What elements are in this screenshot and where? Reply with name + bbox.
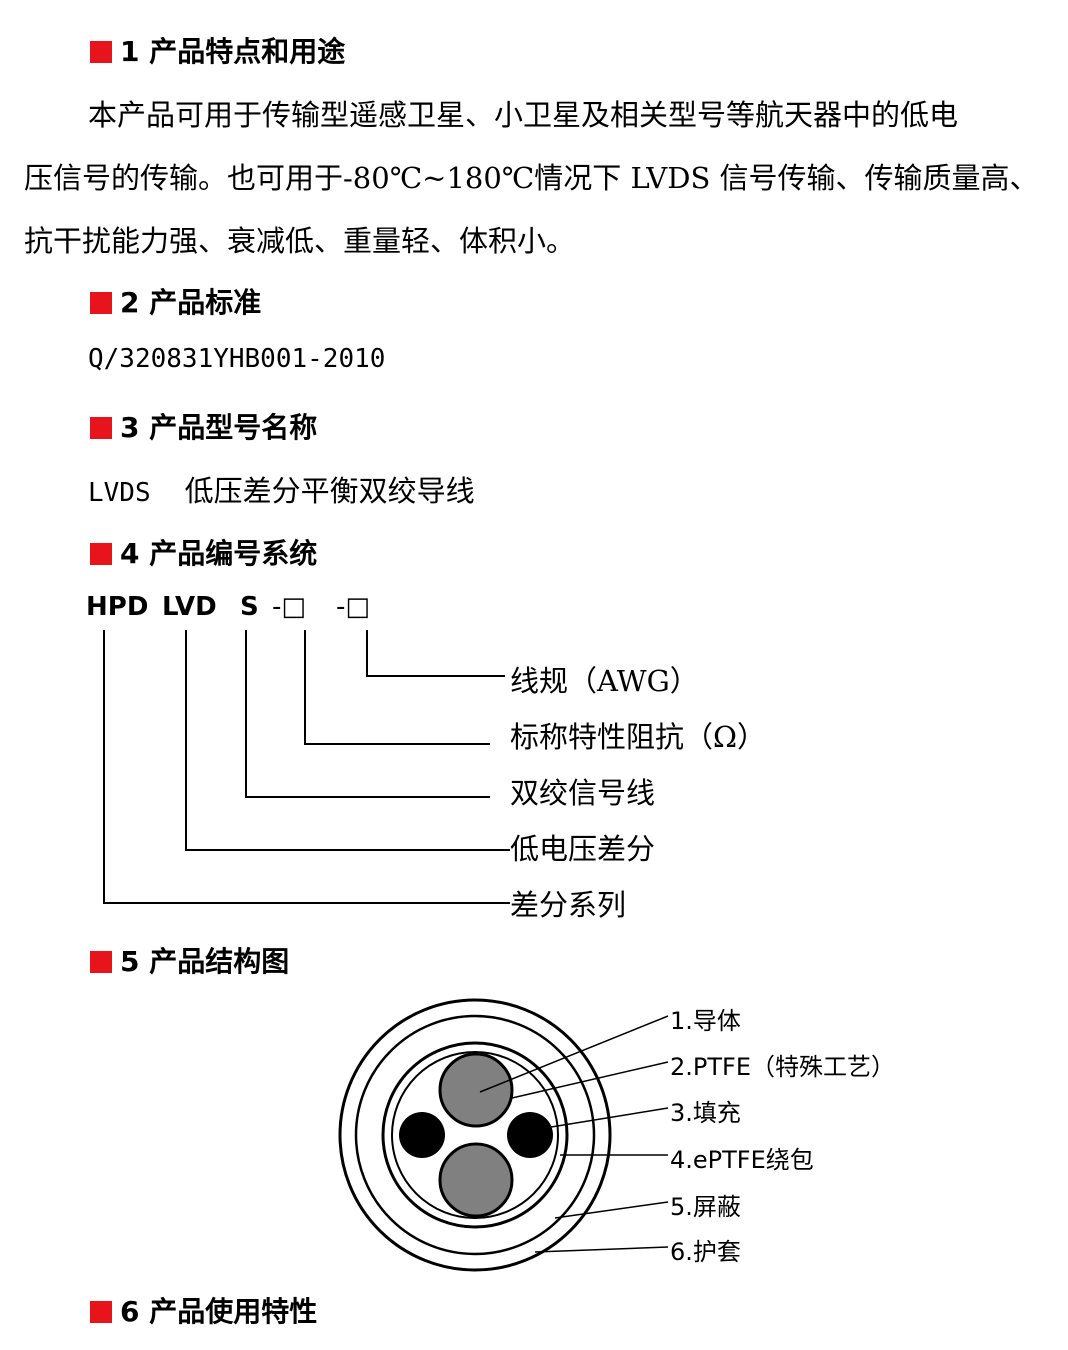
- section-6-heading: 6 产品使用特性: [90, 1290, 317, 1330]
- bullet-square-icon: [90, 951, 112, 973]
- model-code: LVDS: [88, 478, 151, 508]
- structure-label-ptfe: 2.PTFE（特殊工艺）: [670, 1053, 895, 1081]
- usage-line-2: 压信号的传输。也可用于-80℃~180℃情况下 LVDS 信号传输、传输质量高、: [24, 161, 1039, 195]
- section-5-heading: 5 产品结构图: [90, 940, 289, 980]
- shield-layer: [381, 1041, 569, 1229]
- usage-line-1: 本产品可用于传输型遥感卫星、小卫星及相关型号等航天器中的低电: [88, 98, 959, 132]
- structure-label-filler: 3.填充: [670, 1099, 741, 1127]
- bullet-square-icon: [90, 292, 112, 314]
- leader-ptfe: [511, 1061, 669, 1099]
- structure-label-conductor: 1.导体: [670, 1007, 741, 1035]
- leader-conductor: [479, 1015, 669, 1093]
- filler-left: [399, 1112, 445, 1158]
- numbering-label-twisted: 双绞信号线: [510, 776, 656, 810]
- model-row: LVDS 低压差分平衡双绞导线: [88, 468, 475, 510]
- section-1-heading: 1 产品特点和用途: [90, 30, 345, 70]
- structure-label-jacket: 6.护套: [670, 1238, 741, 1266]
- section-2-heading: 2 产品标准: [90, 281, 261, 321]
- conductor-top: [438, 1052, 514, 1128]
- section-5-title: 5 产品结构图: [120, 945, 290, 978]
- section-1-title: 1 产品特点和用途: [120, 35, 346, 68]
- bullet-square-icon: [90, 1301, 112, 1323]
- bullet-square-icon: [90, 543, 112, 565]
- leader-jacket: [534, 1246, 669, 1253]
- code-part-hpd: HPD: [86, 592, 149, 622]
- code-part-lvd: LVD: [162, 592, 217, 622]
- filler-right: [507, 1112, 553, 1158]
- leader-shield: [554, 1201, 669, 1219]
- code-part-awg: -□: [336, 592, 370, 622]
- section-4-title: 4 产品编号系统: [120, 537, 318, 570]
- numbering-label-impedance: 标称特性阻抗（Ω）: [510, 720, 767, 754]
- standard-code: Q/320831YHB001-2010: [88, 344, 386, 374]
- conductor-bottom: [438, 1142, 514, 1218]
- numbering-label-awg: 线规（AWG）: [510, 664, 699, 698]
- structure-label-shield: 5.屏蔽: [670, 1193, 741, 1221]
- wrap-layer: [391, 1051, 559, 1219]
- usage-line-3: 抗干扰能力强、衰减低、重量轻、体积小。: [24, 224, 576, 258]
- jacket-inner: [354, 1014, 596, 1256]
- jacket-outer: [338, 998, 612, 1272]
- section-3-heading: 3 产品型号名称: [90, 406, 317, 446]
- section-4-heading: 4 产品编号系统: [90, 532, 317, 572]
- model-name: 低压差分平衡双绞导线: [184, 474, 475, 508]
- numbering-label-series: 差分系列: [510, 888, 627, 922]
- numbering-label-lvd: 低电压差分: [510, 832, 656, 866]
- section-3-title: 3 产品型号名称: [120, 411, 318, 444]
- bullet-square-icon: [90, 41, 112, 63]
- section-6-title: 6 产品使用特性: [120, 1295, 318, 1328]
- code-part-s: S: [240, 592, 259, 622]
- structure-label-wrap: 4.ePTFE绕包: [670, 1146, 814, 1174]
- code-part-impedance: -□: [272, 592, 306, 622]
- section-2-title: 2 产品标准: [120, 286, 262, 319]
- leader-filler: [544, 1107, 669, 1129]
- bullet-square-icon: [90, 417, 112, 439]
